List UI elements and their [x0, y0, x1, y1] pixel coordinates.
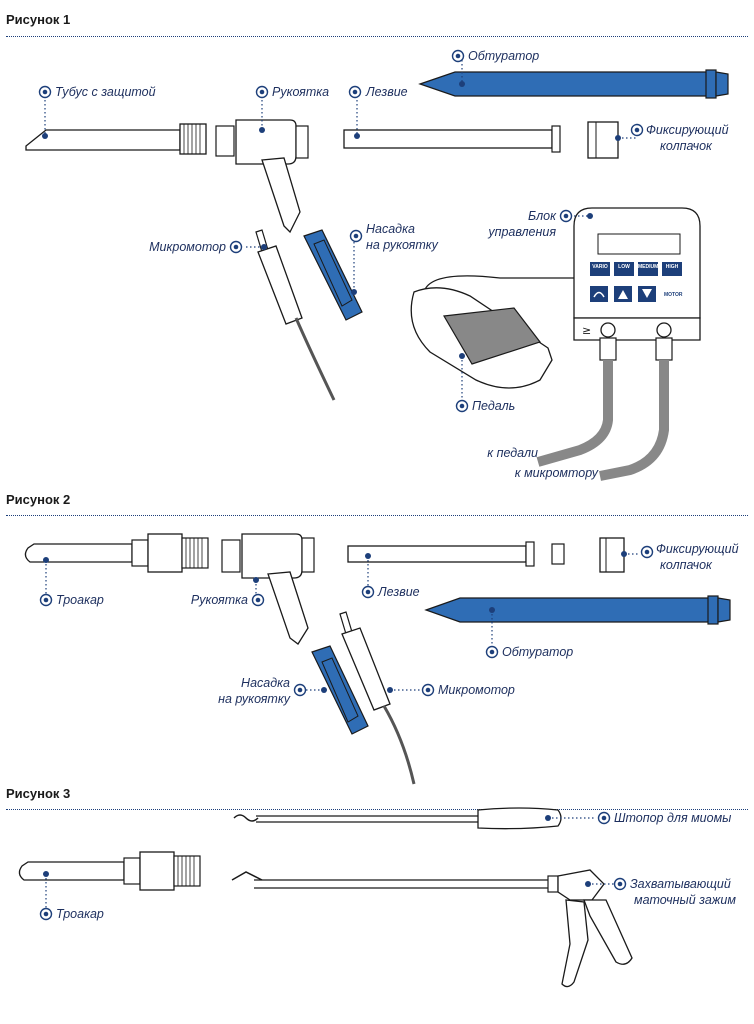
marker-icon [38, 85, 52, 99]
label-obturator: Обтуратор [468, 49, 540, 63]
label-blade: Лезвие [378, 585, 420, 599]
marker-icon [559, 209, 573, 223]
marker-icon [361, 585, 375, 599]
label-cap-line1: Фиксирующий [656, 542, 739, 556]
fig1-cables [423, 275, 673, 481]
label-obturator: Обтуратор [502, 645, 574, 659]
label-trocar: Троакар [56, 907, 104, 921]
medium-button: MEDIUM [638, 264, 659, 270]
marker-icon [451, 49, 465, 63]
fig1-handle [215, 100, 309, 234]
fig1-blade [343, 100, 561, 153]
marker-icon [485, 645, 499, 659]
marker-icon [255, 85, 269, 99]
fig3-trocar [18, 851, 201, 910]
figure-2-title: Рисунок 2 [6, 492, 71, 507]
figure-3-separator [6, 809, 748, 810]
figure-2-separator [6, 515, 748, 516]
label-cap-line2: колпачок [660, 558, 712, 572]
marker-icon [39, 593, 53, 607]
fig1-micromotor [246, 229, 336, 401]
label-trocar: Троакар [56, 593, 104, 607]
fig3-corkscrew [233, 807, 596, 830]
figure-1-title: Рисунок 1 [6, 12, 71, 27]
label-micromotor: Микромотор [438, 683, 515, 697]
label-handle: Рукоятка [190, 593, 248, 607]
label-pedal: Педаль [472, 399, 516, 413]
marker-icon [640, 545, 654, 559]
label-handle: Рукоятка [272, 85, 330, 99]
label-attachment-line2: на рукоятку [218, 692, 290, 706]
fig1-control-unit: ≥ [570, 207, 701, 341]
fig2-trocar [24, 533, 209, 594]
label-attachment-line1: Насадка [241, 676, 290, 690]
fig1-tube [25, 100, 207, 155]
label-attachment-line2: на рукоятку [366, 238, 438, 252]
label-control-line2: управления [488, 225, 556, 239]
label-blade: Лезвие [366, 85, 408, 99]
fig1-cap [587, 121, 638, 159]
fig2-obturator [424, 595, 731, 646]
marker-icon [39, 907, 53, 921]
high-button: HIGH [665, 264, 679, 270]
fig1-pedal [410, 287, 553, 398]
marker-icon [613, 877, 627, 891]
svg-text:≥: ≥ [582, 324, 591, 337]
label-grasper-line1: Захватывающий [630, 877, 731, 891]
label-cap-line1: Фиксирующий [646, 123, 729, 137]
fig1-obturator [418, 60, 729, 99]
label-corkscrew: Штопор для миомы [614, 811, 732, 825]
label-attachment-line1: Насадка [366, 222, 415, 236]
fig2-blade [347, 541, 565, 588]
marker-icon [251, 593, 265, 607]
label-to-pedal: к педали [487, 446, 538, 460]
figure-3-title: Рисунок 3 [6, 786, 71, 801]
motor-label: MOTOR [664, 292, 683, 298]
low-button: LOW [618, 264, 630, 270]
marker-icon [421, 683, 435, 697]
fig1-attachment [303, 229, 363, 321]
marker-icon [293, 683, 307, 697]
marker-icon [229, 240, 243, 254]
marker-icon [455, 399, 469, 413]
label-to-motor: к микромтору [514, 466, 598, 480]
fig2-cap [599, 537, 640, 573]
label-control-line1: Блок [527, 209, 556, 223]
fig2-attachment [306, 645, 369, 735]
label-micromotor: Микромотор [149, 240, 226, 254]
vario-button: VARIO [592, 264, 608, 270]
marker-icon [349, 229, 363, 243]
figure-1-separator [6, 36, 748, 37]
label-tube-with-protection: Тубус с защитой [55, 85, 156, 99]
label-grasper-line2: маточный зажим [634, 893, 736, 907]
fig2-micromotor [339, 611, 424, 785]
fig3-grasper [231, 869, 633, 988]
marker-icon [348, 85, 362, 99]
label-cap-line2: колпачок [660, 139, 712, 153]
marker-icon [630, 123, 644, 137]
marker-icon [597, 811, 611, 825]
fig2-handle [221, 533, 315, 645]
